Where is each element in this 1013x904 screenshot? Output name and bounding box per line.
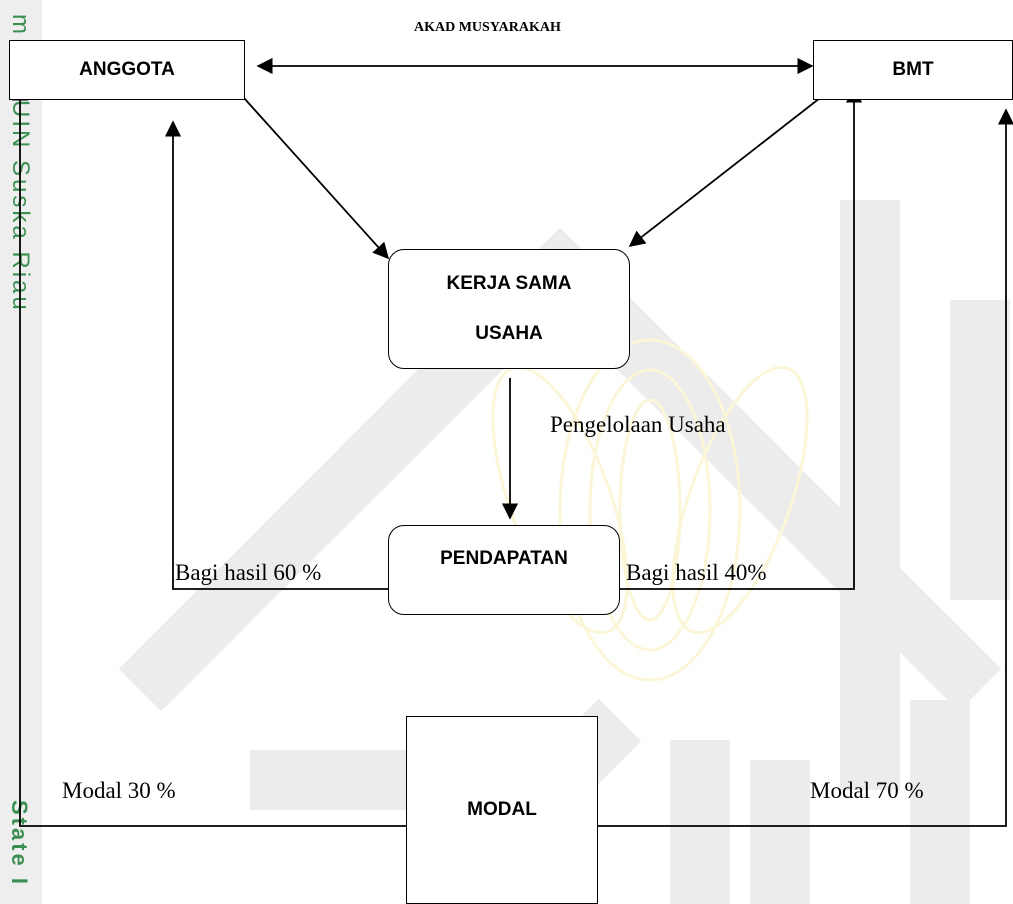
label-pengelolaan-usaha: Pengelolaan Usaha (550, 412, 726, 437)
node-kerja-sama-usaha: KERJA SAMA USAHA (388, 249, 630, 369)
node-bmt: BMT (813, 40, 1013, 100)
node-modal: MODAL (406, 716, 598, 904)
side-strip (0, 0, 42, 904)
arrow-modal-anggota (11, 84, 406, 827)
arrow-bagi-hasil-anggota (164, 120, 388, 590)
node-anggota: ANGGOTA (9, 40, 245, 100)
node-kerja-sama-line2: USAHA (475, 323, 543, 344)
arrow-anggota-kerjasama (243, 97, 390, 260)
label-modal-bmt: Modal 70 % (810, 778, 924, 803)
node-kerja-sama-line1: KERJA SAMA (446, 273, 572, 294)
arrow-bagi-hasil-bmt (620, 86, 863, 590)
label-bagi-hasil-bmt: Bagi hasil 40% (626, 560, 767, 585)
label-bagi-hasil-anggota: Bagi hasil 60 % (175, 560, 322, 585)
diagram-title: AKAD MUSYARAKAH (414, 20, 561, 35)
label-modal-anggota: Modal 30 % (62, 778, 176, 803)
node-pendapatan: PENDAPATAN (388, 525, 620, 615)
watermark-text-top: m (7, 14, 34, 37)
arrow-bmt-kerjasama (628, 97, 821, 247)
arrow-modal-bmt (598, 108, 1013, 827)
